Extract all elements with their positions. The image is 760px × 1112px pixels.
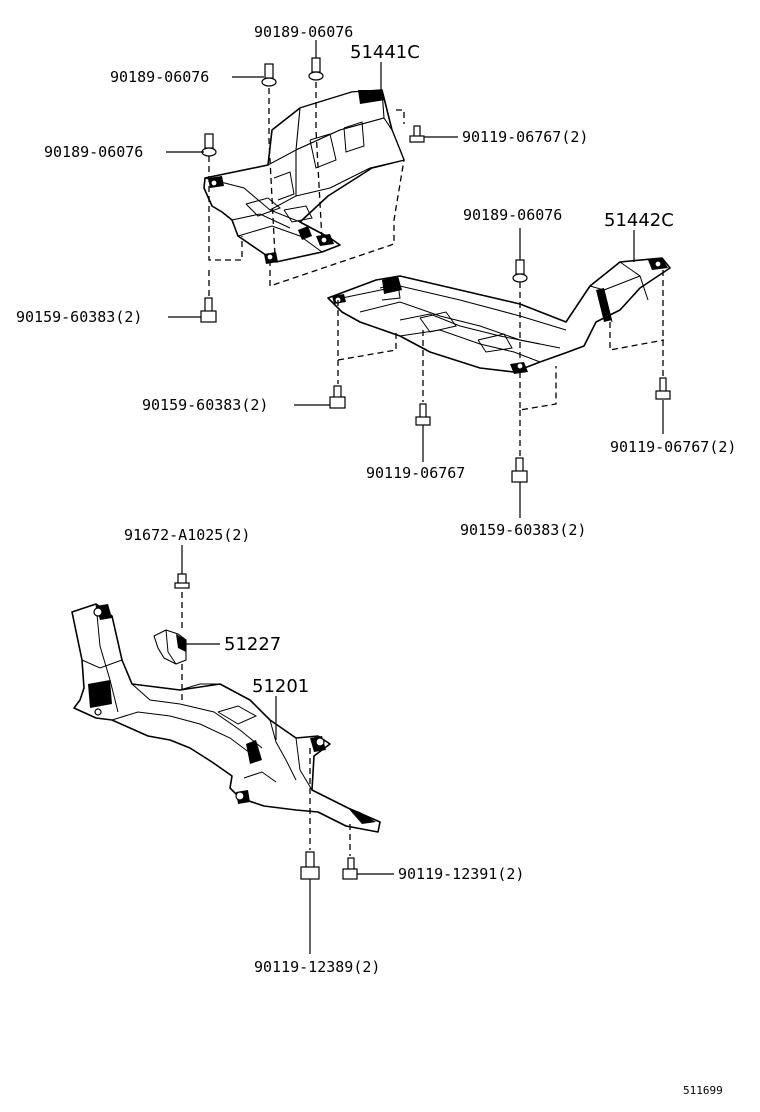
screw-icon xyxy=(174,573,190,589)
label-90189-06076-left: 90189-06076 xyxy=(110,68,209,86)
label-90189-06076-top: 90189-06076 xyxy=(254,23,353,41)
bracket-51227 xyxy=(153,629,187,665)
bolt-icon xyxy=(511,457,528,483)
engine-under-cover-51441c xyxy=(203,89,405,264)
bolt-icon xyxy=(655,377,671,400)
lower-dash-lines xyxy=(181,592,351,856)
upper-dash-lines xyxy=(208,82,665,456)
label-51227: 51227 xyxy=(224,634,281,655)
label-90159-60383-2-mid: 90159-60383(2) xyxy=(142,396,268,414)
front-suspension-crossmember-51201 xyxy=(71,603,381,833)
part-labels: 90189-06076 51441C 90189-06076 90119-067… xyxy=(16,23,736,1097)
label-90189-06076-right: 90189-06076 xyxy=(463,206,562,224)
clip-icon xyxy=(512,259,528,283)
label-90119-06767-2-top: 90119-06767(2) xyxy=(462,128,588,146)
clip-icon xyxy=(308,57,324,81)
clip-icon xyxy=(201,133,217,157)
label-90119-06767-2-right: 90119-06767(2) xyxy=(610,438,736,456)
bolt-icon xyxy=(409,125,425,143)
label-90119-06767: 90119-06767 xyxy=(366,464,465,482)
label-51201: 51201 xyxy=(252,676,309,697)
label-90159-60383-2-left: 90159-60383(2) xyxy=(16,308,142,326)
label-91672-a1025-2: 91672-A1025(2) xyxy=(124,526,250,544)
label-51441c: 51441C xyxy=(350,42,420,63)
bolt-icon xyxy=(300,851,320,880)
engine-under-cover-51442c xyxy=(327,257,671,374)
lower-fasteners xyxy=(174,573,358,880)
clip-icon xyxy=(261,63,277,87)
label-90159-60383-2-bottom: 90159-60383(2) xyxy=(460,521,586,539)
label-90189-06076-lower-left: 90189-06076 xyxy=(44,143,143,161)
label-51442c: 51442C xyxy=(604,210,674,231)
bolt-icon xyxy=(200,297,217,323)
bolt-icon xyxy=(329,385,346,409)
diagram-code: 511699 xyxy=(683,1084,723,1097)
label-90119-12389-2: 90119-12389(2) xyxy=(254,958,380,976)
label-90119-12391-2: 90119-12391(2) xyxy=(398,865,524,883)
bolt-icon xyxy=(415,403,431,426)
bolt-icon xyxy=(342,857,358,880)
leader-lines xyxy=(166,40,664,954)
upper-fasteners xyxy=(200,57,671,483)
